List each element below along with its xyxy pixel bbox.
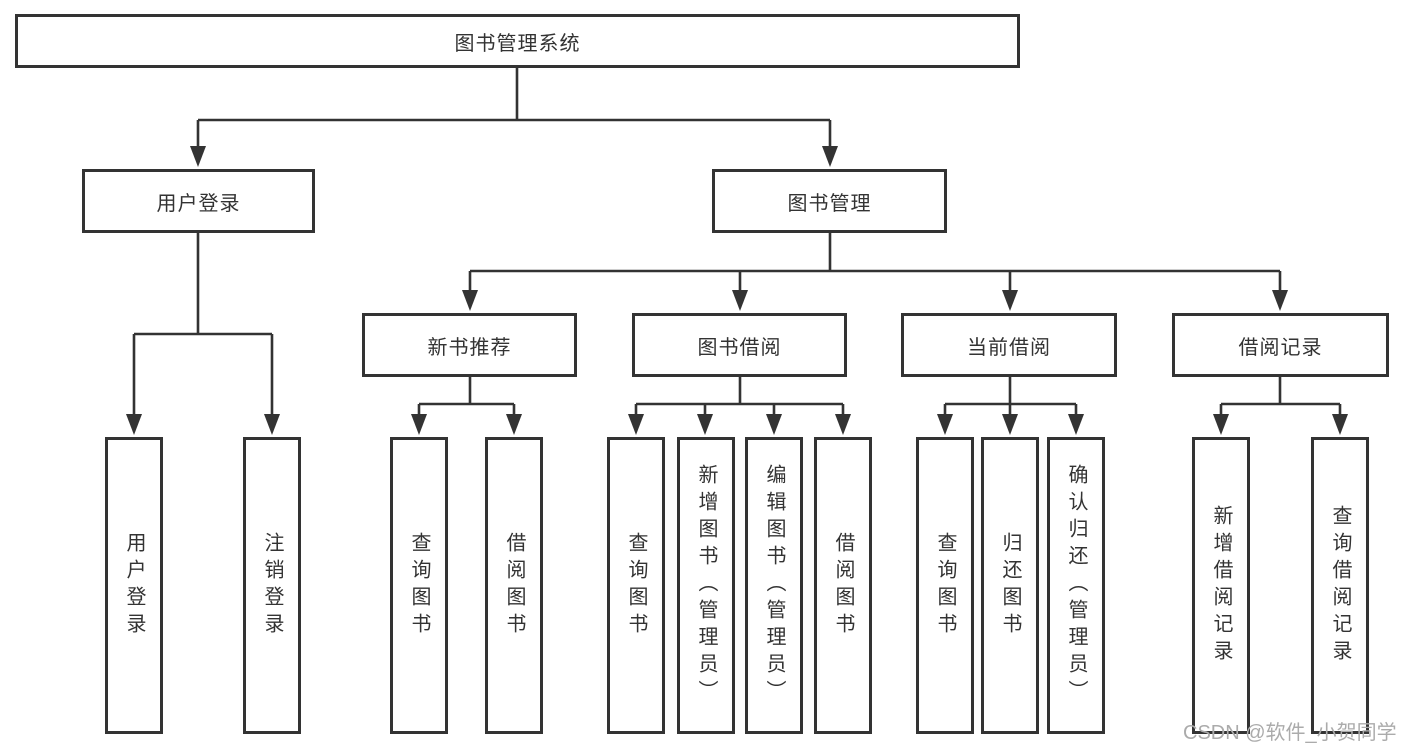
connector-line (196, 68, 832, 155)
connector-book-borrow (628, 377, 851, 435)
arrowhead (1002, 414, 1018, 435)
leaf-add-book-admin: 新增图书（管理员） (677, 437, 735, 734)
leaf-label: 归还图书 (999, 531, 1021, 640)
connector-book-management (462, 233, 1288, 311)
leaf-query-books: 查询图书 (916, 437, 974, 734)
node-current-borrow: 当前借阅 (901, 313, 1117, 377)
leaf-label: 查询图书 (934, 531, 956, 640)
arrowhead (506, 414, 522, 435)
arrowhead (766, 414, 782, 435)
leaf-label: 用户登录 (123, 531, 145, 640)
connector-line (417, 377, 516, 423)
arrowhead (697, 414, 713, 435)
arrowhead (1213, 414, 1229, 435)
connector-root (190, 68, 838, 167)
watermark: CSDN @软件_小贺同学 (1183, 722, 1397, 744)
leaf-query-books: 查询图书 (390, 437, 448, 734)
leaf-confirm-return-admin: 确认归还（管理员） (1047, 437, 1105, 734)
node-user-login: 用户登录 (82, 169, 315, 233)
connector-new-book-recommend (411, 377, 522, 435)
connector-line (468, 233, 1282, 299)
node-borrow-records: 借阅记录 (1172, 313, 1389, 377)
leaf-query-borrow-record: 查询借阅记录 (1311, 437, 1369, 734)
leaf-borrow-books: 借阅图书 (814, 437, 872, 734)
leaf-label: 新增图书（管理员） (695, 464, 717, 707)
arrowhead (190, 146, 206, 167)
leaf-label: 编辑图书（管理员） (763, 464, 785, 707)
arrowhead (835, 414, 851, 435)
arrowhead (937, 414, 953, 435)
arrowhead (628, 414, 644, 435)
arrowhead (1068, 414, 1084, 435)
leaf-label: 注销登录 (261, 531, 283, 640)
leaf-label: 查询图书 (408, 531, 430, 640)
arrowhead (264, 414, 280, 435)
leaf-return-books: 归还图书 (981, 437, 1039, 734)
connector-line (132, 233, 274, 423)
arrowhead (1272, 290, 1288, 311)
leaf-edit-book-admin: 编辑图书（管理员） (745, 437, 803, 734)
connector-line (943, 377, 1078, 423)
leaf-label: 确认归还（管理员） (1065, 464, 1087, 707)
arrowhead (822, 146, 838, 167)
arrowhead (126, 414, 142, 435)
leaf-label: 新增借阅记录 (1210, 504, 1232, 667)
arrowhead (462, 290, 478, 311)
node-book-management: 图书管理 (712, 169, 947, 233)
node-root: 图书管理系统 (15, 14, 1020, 68)
node-new-book-recommend: 新书推荐 (362, 313, 577, 377)
leaf-add-borrow-record: 新增借阅记录 (1192, 437, 1250, 734)
arrowhead (1332, 414, 1348, 435)
leaf-label: 查询借阅记录 (1329, 504, 1351, 667)
leaf-label: 查询图书 (625, 531, 647, 640)
connector-line (1219, 377, 1342, 423)
arrowhead (732, 290, 748, 311)
connector-borrow-records (1213, 377, 1348, 435)
node-book-borrow: 图书借阅 (632, 313, 847, 377)
arrowhead (411, 414, 427, 435)
arrowhead (1002, 290, 1018, 311)
connector-current-borrow (937, 377, 1084, 435)
leaf-label: 借阅图书 (503, 531, 525, 640)
connector-line (634, 377, 845, 423)
leaf-user-login: 用户登录 (105, 437, 163, 734)
leaf-query-books: 查询图书 (607, 437, 665, 734)
leaf-label: 借阅图书 (832, 531, 854, 640)
connector-user-login (126, 233, 280, 435)
leaf-logout: 注销登录 (243, 437, 301, 734)
leaf-borrow-books: 借阅图书 (485, 437, 543, 734)
